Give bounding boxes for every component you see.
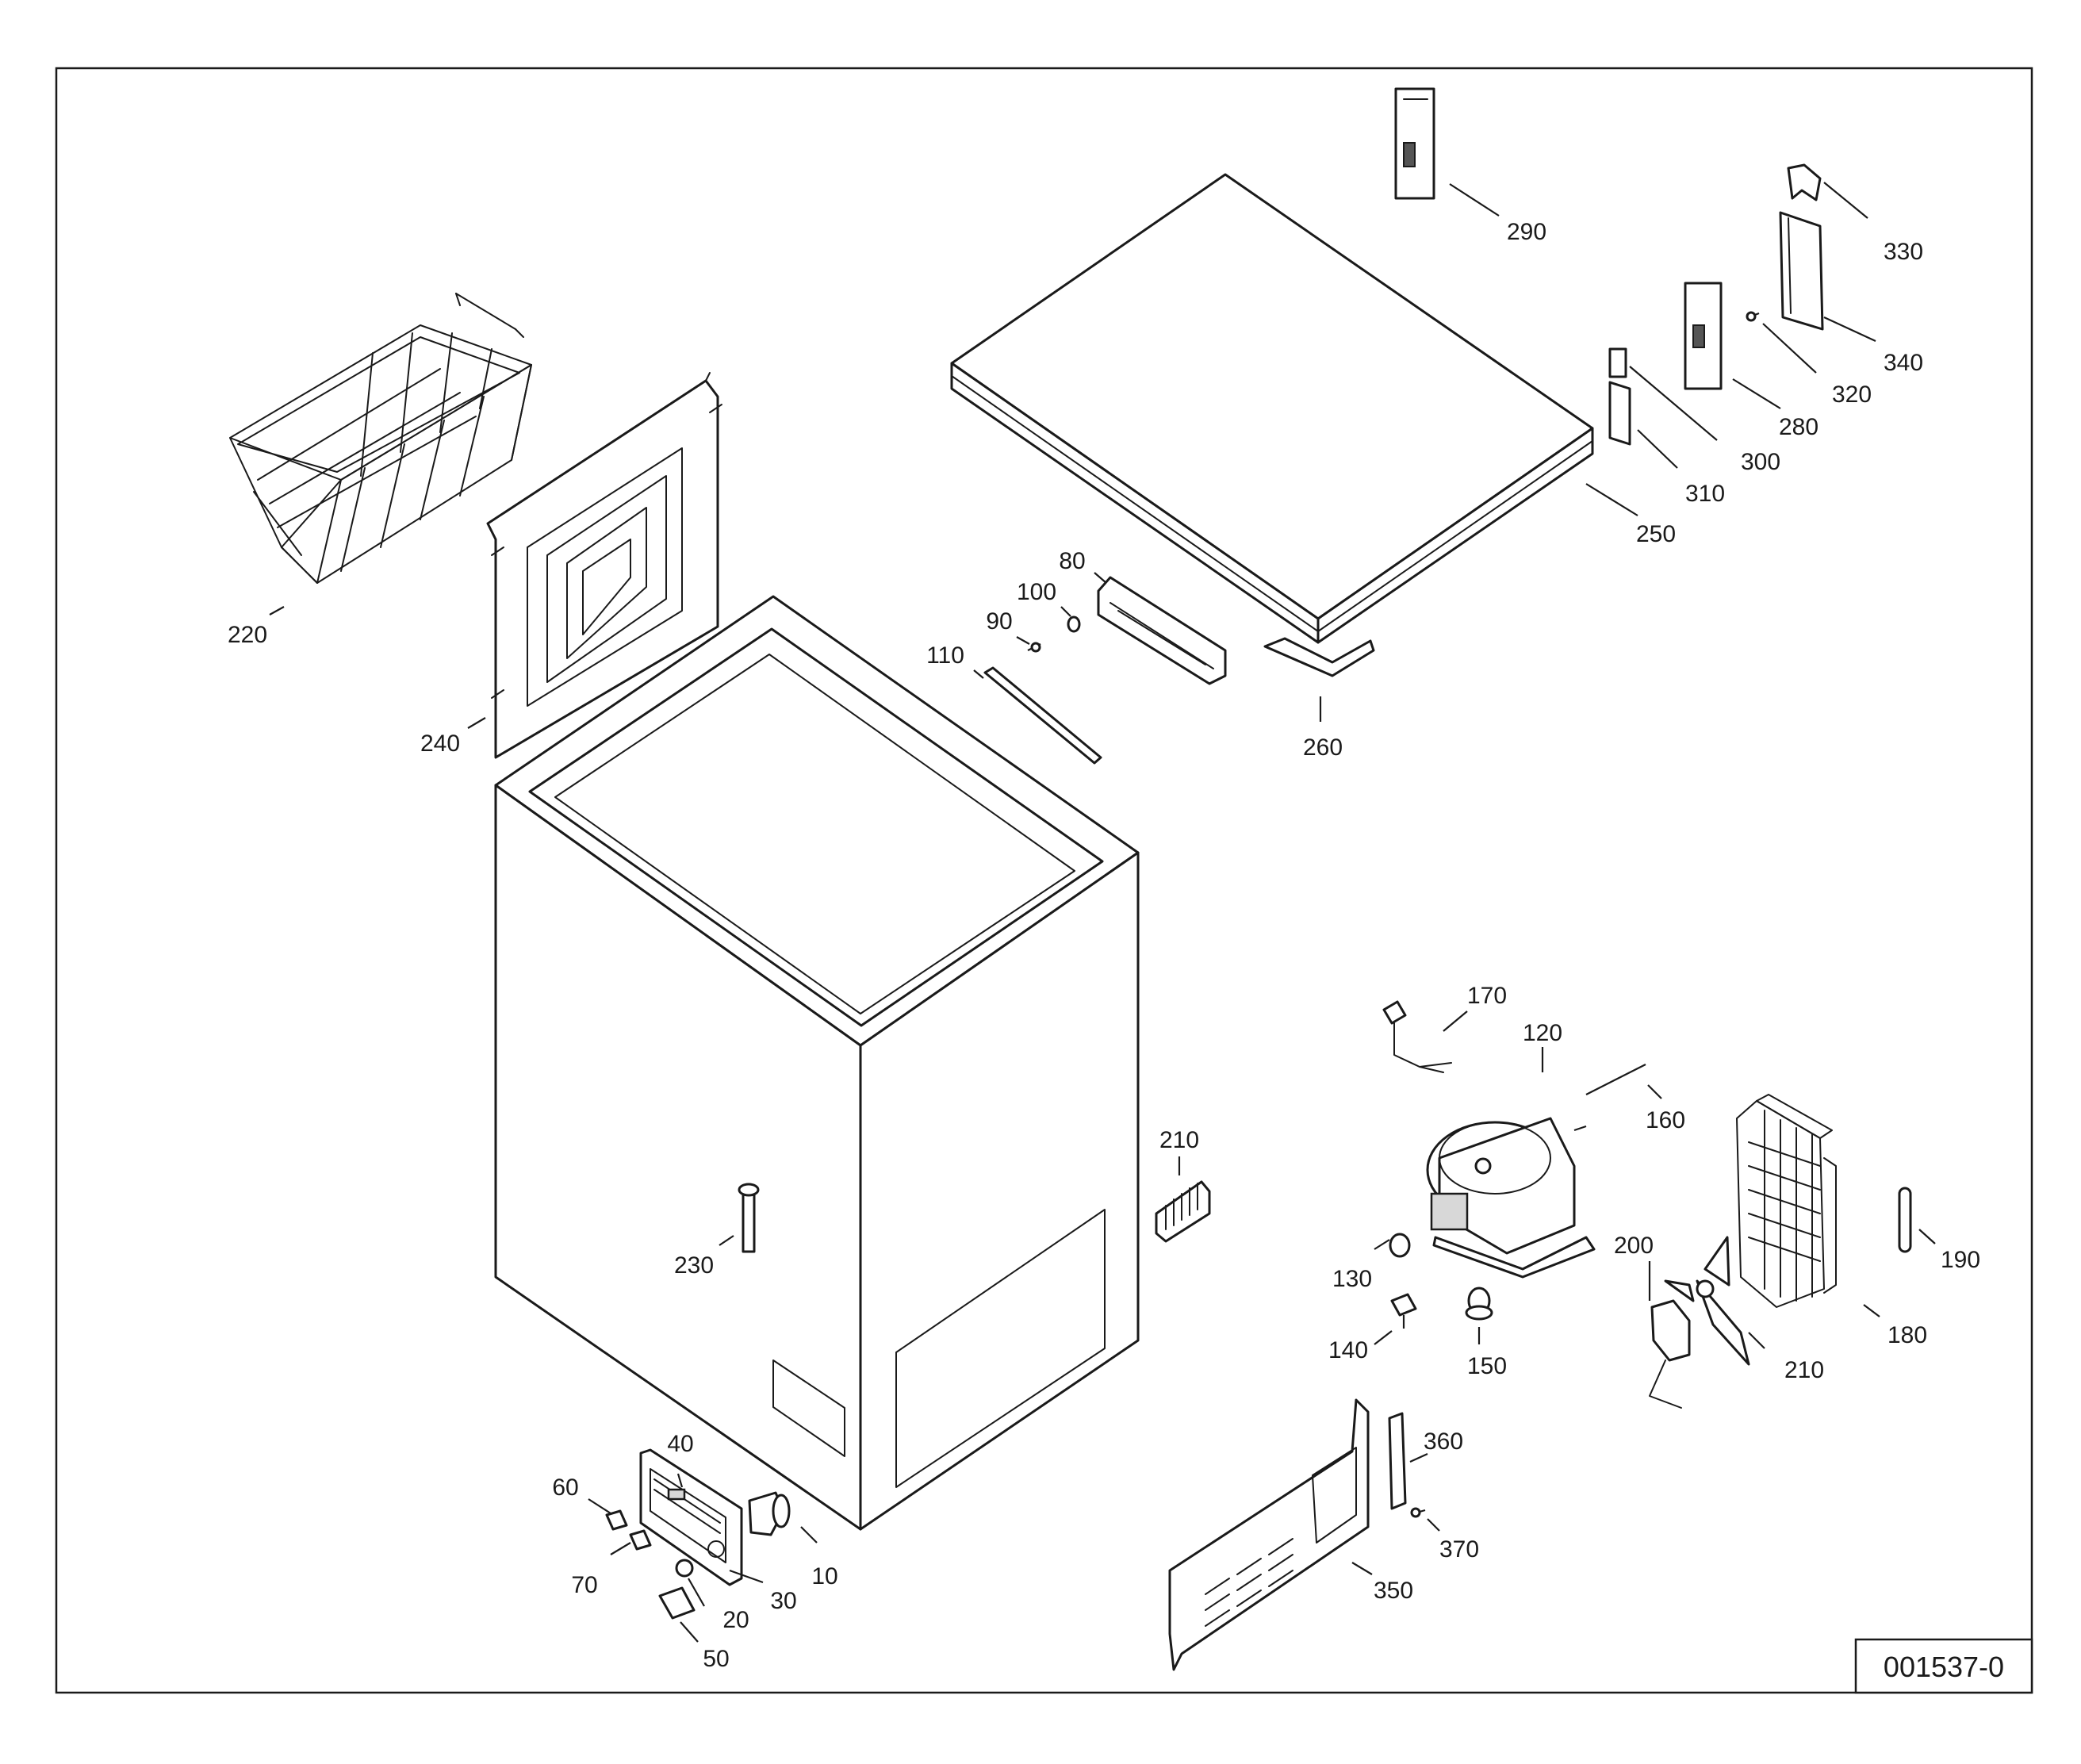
compressor	[1426, 1117, 1596, 1279]
label-170: 170	[1467, 983, 1507, 1009]
control-panel	[639, 1448, 743, 1586]
label-220: 220	[228, 622, 267, 648]
part-labels: 10 20 30 40 50 60 70 80 90 100 110 120 1…	[228, 219, 1980, 1672]
hinge-top	[1394, 87, 1435, 200]
drain-plug	[738, 1183, 760, 1253]
label-30: 30	[770, 1588, 796, 1614]
hinge-lower	[1684, 282, 1723, 390]
grommet	[1389, 1233, 1411, 1258]
label-110: 110	[926, 642, 964, 669]
label-100: 100	[1017, 579, 1056, 605]
label-190: 190	[1941, 1247, 1980, 1273]
leader-lines	[269, 182, 1936, 1643]
label-210-grille: 210	[1159, 1127, 1199, 1153]
label-360: 360	[1424, 1428, 1463, 1455]
freezer-cabinet	[494, 595, 1140, 1531]
drawing-number: 001537-0	[1884, 1651, 2004, 1683]
label-240: 240	[420, 731, 460, 757]
label-300: 300	[1741, 449, 1780, 475]
thermostat-knob	[675, 1559, 694, 1578]
display-board	[667, 1488, 686, 1501]
label-320: 320	[1832, 382, 1872, 408]
label-180: 180	[1887, 1322, 1927, 1348]
label-120: 120	[1523, 1020, 1562, 1046]
capillary-tube	[1585, 1064, 1646, 1095]
label-200: 200	[1614, 1233, 1654, 1259]
switch-b	[629, 1529, 652, 1551]
handle-strip	[983, 666, 1102, 765]
cover-plate	[658, 1586, 696, 1620]
label-210-fan: 210	[1784, 1357, 1824, 1383]
hinge-plate-small	[1608, 347, 1627, 378]
rubber-bushing	[1465, 1287, 1493, 1321]
cover-screw	[1410, 1507, 1426, 1518]
washer	[1067, 615, 1081, 633]
label-60: 60	[552, 1474, 578, 1501]
label-340: 340	[1884, 350, 1923, 376]
label-250: 250	[1636, 521, 1676, 547]
mounting-foot	[1390, 1293, 1417, 1329]
rear-cover	[1168, 1398, 1370, 1671]
cover-bracket	[1388, 1412, 1407, 1510]
label-20: 20	[722, 1607, 749, 1633]
label-150: 150	[1467, 1353, 1507, 1379]
evaporator-panel	[486, 372, 722, 759]
vent-grille	[1155, 1180, 1211, 1243]
hinge-cap	[1787, 163, 1822, 201]
switch-a	[605, 1509, 628, 1531]
lid-seal	[1263, 637, 1375, 677]
label-10: 10	[811, 1563, 837, 1590]
label-130: 130	[1332, 1266, 1372, 1292]
hinge-screw	[1746, 311, 1760, 322]
label-260: 260	[1303, 734, 1343, 761]
label-290: 290	[1507, 219, 1546, 245]
label-230: 230	[674, 1252, 714, 1279]
label-160: 160	[1646, 1107, 1685, 1133]
drawing-frame	[55, 67, 2033, 1694]
freezer-lid	[950, 173, 1594, 644]
hinge-plate-large	[1608, 381, 1631, 446]
thermostat	[748, 1491, 791, 1536]
condenser	[1736, 1094, 1837, 1308]
fan-motor	[1649, 1299, 1691, 1409]
label-310: 310	[1685, 481, 1725, 507]
label-330: 330	[1884, 239, 1923, 265]
label-70: 70	[571, 1572, 597, 1598]
label-350: 350	[1374, 1578, 1413, 1604]
fan-blade	[1664, 1236, 1750, 1366]
label-40: 40	[667, 1431, 693, 1457]
filter-drier	[1898, 1187, 1912, 1253]
hinge-cover	[1779, 211, 1824, 331]
label-280: 280	[1779, 414, 1818, 440]
lid-handle	[1097, 576, 1227, 685]
label-50: 50	[703, 1646, 729, 1672]
label-140: 140	[1328, 1337, 1368, 1363]
label-80: 80	[1059, 548, 1085, 574]
label-370: 370	[1439, 1536, 1479, 1563]
screw	[1027, 642, 1041, 653]
label-90: 90	[986, 608, 1012, 635]
power-cord	[1382, 1000, 1452, 1073]
drawing-number-box: 001537-0	[1854, 1638, 2033, 1694]
wire-basket	[229, 293, 532, 584]
